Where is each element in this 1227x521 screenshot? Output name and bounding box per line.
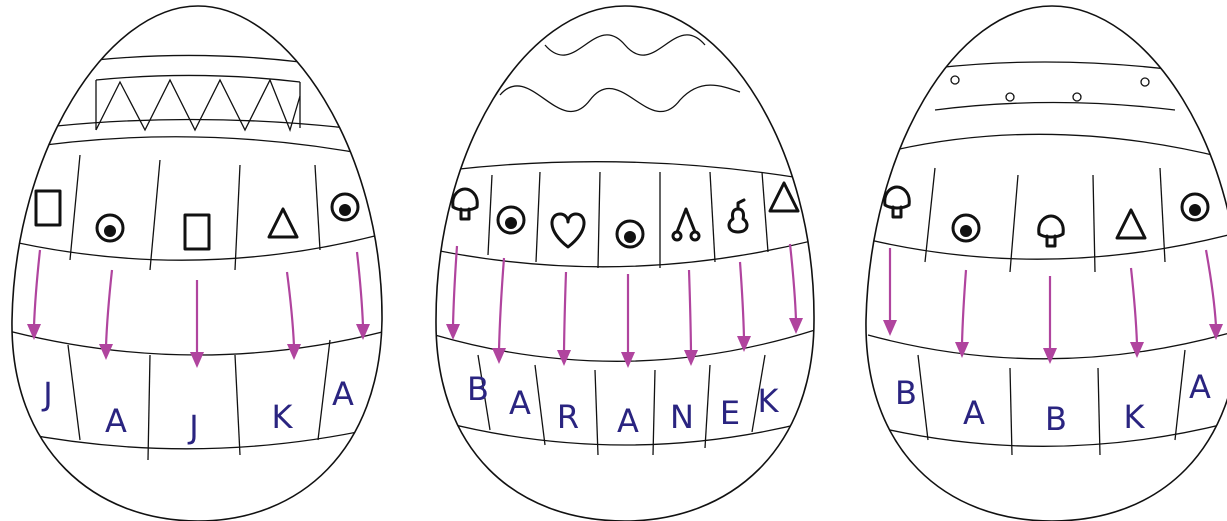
- mapping-arrow: [99, 270, 113, 360]
- cell-divider: [918, 355, 928, 440]
- cipher-letter: N: [670, 398, 694, 436]
- mapping-arrow: [1206, 250, 1223, 340]
- mapping-arrow: [557, 272, 571, 366]
- cell-divider: [68, 345, 80, 440]
- cell-divider: [1010, 175, 1018, 272]
- cipher-letter: K: [758, 382, 780, 420]
- dot-band: [935, 62, 1175, 110]
- cipher-letter: A: [617, 402, 639, 440]
- mapping-arrow: [27, 250, 41, 340]
- eye-circle-symbol: [953, 215, 979, 241]
- mapping-arrow: [737, 262, 751, 352]
- cipher-letter: A: [332, 375, 354, 413]
- cell-divider: [148, 355, 150, 460]
- cell-divider: [1160, 168, 1165, 262]
- eye-circle-symbol: [332, 194, 358, 220]
- mapping-arrow: [287, 272, 301, 360]
- eye-circle-symbol: [617, 221, 643, 247]
- cell-divider: [705, 365, 710, 448]
- egg-outline: [866, 6, 1227, 521]
- cipher-letter: A: [509, 384, 531, 422]
- mapping-arrow: [1130, 268, 1144, 358]
- mushroom-symbol: [1039, 216, 1064, 246]
- cipher-letter: A: [105, 402, 127, 440]
- triangle-symbol: [770, 183, 798, 211]
- eye-circle-symbol: [498, 207, 524, 233]
- cipher-letter: B: [467, 370, 489, 408]
- cell-divider: [762, 172, 768, 252]
- mapping-arrow: [789, 244, 803, 334]
- band-line: [10, 137, 385, 158]
- mapping-arrow: [621, 274, 635, 368]
- eye-circle-symbol: [1182, 194, 1208, 220]
- cell-divider: [710, 172, 715, 262]
- cell-divider: [653, 370, 655, 455]
- cell-divider: [925, 168, 935, 262]
- cell-divider: [318, 340, 330, 440]
- cell-divider: [536, 172, 540, 262]
- cipher-letter: K: [1124, 398, 1146, 436]
- cipher-letter: B: [1045, 400, 1067, 438]
- cell-divider: [150, 160, 160, 270]
- pear-symbol: [729, 200, 747, 232]
- cipher-letter: J: [41, 375, 52, 413]
- band-line: [895, 134, 1225, 158]
- mapping-arrow: [1043, 276, 1057, 364]
- egg-outline: [436, 6, 814, 521]
- cipher-letter: R: [557, 398, 579, 436]
- mushroom-symbol: [453, 189, 478, 219]
- egg-3: [866, 6, 1227, 521]
- band-line: [435, 240, 815, 267]
- cell-divider: [235, 355, 240, 455]
- heart-symbol: [552, 214, 584, 247]
- mapping-arrow: [684, 270, 698, 366]
- cipher-letter: A: [963, 394, 985, 432]
- cell-divider: [1010, 368, 1012, 455]
- cell-divider: [535, 365, 545, 445]
- cipher-letter: K: [272, 398, 294, 436]
- cipher-letter: J: [187, 408, 198, 446]
- cell-divider: [595, 370, 598, 455]
- band-line: [450, 162, 800, 178]
- eye-circle-symbol: [97, 215, 123, 241]
- cell-divider: [235, 165, 240, 270]
- mapping-arrow: [190, 280, 204, 368]
- band-line: [5, 232, 390, 260]
- mapping-arrow: [492, 258, 506, 364]
- cell-divider: [70, 155, 80, 260]
- mapping-arrow: [446, 246, 460, 340]
- square-symbol: [185, 215, 209, 249]
- triangle-symbol: [269, 209, 297, 237]
- cipher-letter: A: [1189, 368, 1211, 406]
- mapping-arrow: [883, 248, 897, 336]
- cipher-letter: E: [720, 394, 740, 432]
- mapping-arrow: [955, 270, 969, 358]
- symbols-layer: [36, 183, 1208, 249]
- egg-2: [435, 6, 815, 521]
- triangle-band: [96, 55, 300, 130]
- triangle-symbol: [1117, 210, 1145, 238]
- cherries-symbol: [673, 209, 699, 240]
- mapping-arrow: [356, 252, 370, 340]
- mushroom-symbol: [885, 187, 910, 217]
- cell-divider: [598, 172, 600, 268]
- cell-divider: [488, 175, 492, 255]
- cell-divider: [1175, 350, 1185, 440]
- cell-divider: [315, 165, 320, 250]
- arrows-layer: [27, 244, 1223, 368]
- square-symbol: [36, 191, 60, 225]
- cipher-letter: B: [895, 374, 917, 412]
- cell-divider: [1098, 368, 1100, 455]
